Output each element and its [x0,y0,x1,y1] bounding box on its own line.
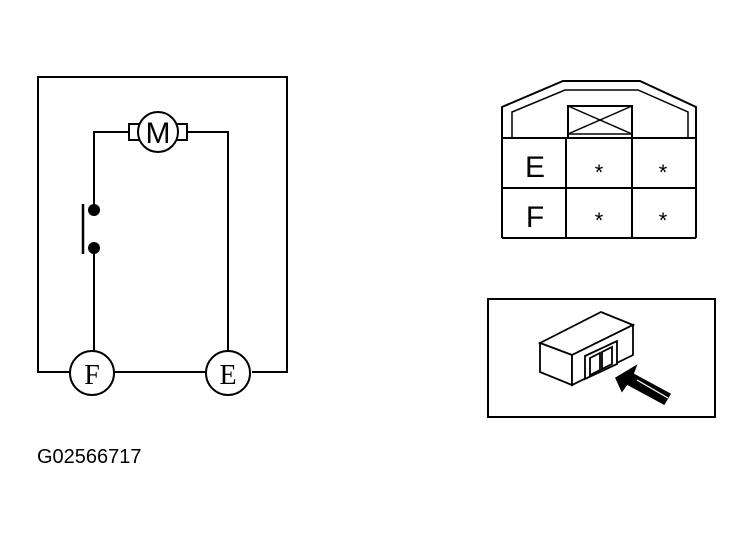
motor-circle [137,111,179,153]
connector-lock-tab [567,105,633,139]
terminal-f-circle [69,350,115,396]
location-arrow-icon [615,364,672,406]
connector-cell: * [659,160,668,185]
inner-wire-left [93,131,130,210]
figure-code: G02566717 [37,446,142,468]
connector-hood-inner [511,89,689,138]
module-icon [537,311,636,387]
terminal-e-label: E [219,360,236,391]
connector-cell: * [595,160,604,185]
connector-row-label: F [526,201,544,234]
switch-contact-upper [88,204,100,216]
module-connector-pin [589,351,601,377]
module-connector-pin [601,345,613,371]
component-location-inset [487,298,716,418]
terminal-f-label: F [84,360,100,391]
connector-face [501,80,697,239]
motor: M [128,111,188,153]
location-arrow-shaft-line [636,379,669,399]
connector-lock-cross-2 [567,105,633,135]
circuit-schematic [37,76,288,373]
switch-contact-lower [88,242,100,254]
motor-label: M [146,117,171,150]
connector-cell: * [595,208,604,233]
connector-cell: * [659,208,668,233]
terminal-e: E [205,350,251,396]
connector-hood [501,80,697,238]
outer-wire [37,76,288,373]
inner-wire-right [186,131,229,351]
location-arrow-head [615,364,672,406]
terminal-f: F [69,350,115,396]
connector-row-label: E [525,151,545,184]
terminal-e-circle [205,350,251,396]
